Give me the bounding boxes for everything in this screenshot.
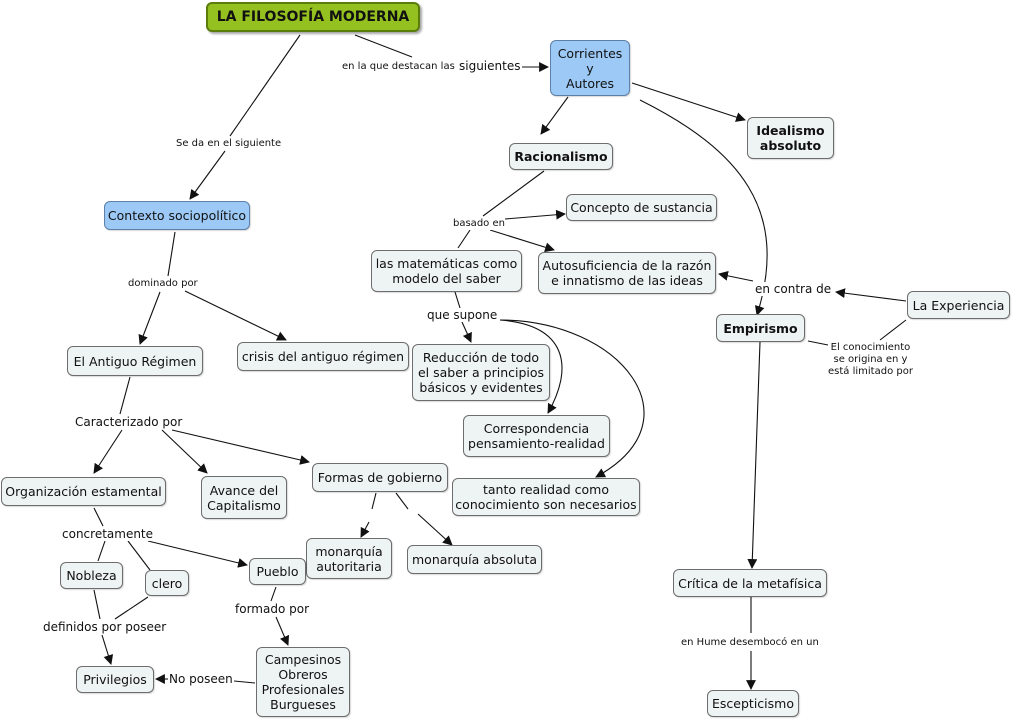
node-correspondencia[interactable]: Correspondencia pensamiento-realidad xyxy=(463,415,610,457)
link-label-concretamente: concretamente xyxy=(62,527,154,541)
node-privilegios[interactable]: Privilegios xyxy=(76,666,154,693)
link-label-en-la-que-destacan: en la que destacan las xyxy=(342,61,455,73)
node-crisis-del-antiguo-regimen[interactable]: crisis del antiguo régimen xyxy=(237,342,409,371)
node-corrientes-y-autores[interactable]: Corrientes y Autores xyxy=(550,40,630,96)
link-label-dominado-por: dominado por xyxy=(128,278,198,290)
link-label-en-contra-de: en contra de xyxy=(755,282,832,296)
node-racionalismo[interactable]: Racionalismo xyxy=(509,143,613,170)
link-label-definidos-por-poseer: definidos por poseer xyxy=(43,620,167,634)
node-la-filosofia-moderna[interactable]: LA FILOSOFÍA MODERNA xyxy=(206,2,420,32)
node-nobleza[interactable]: Nobleza xyxy=(60,562,123,589)
link-label-que-supone: que supone xyxy=(427,308,498,322)
node-avance-del-capitalismo[interactable]: Avance del Capitalismo xyxy=(201,476,287,519)
link-label-siguientes: siguientes xyxy=(459,59,521,73)
node-las-matematicas[interactable]: las matemáticas como modelo del saber xyxy=(371,250,522,292)
node-critica-de-la-metafisica[interactable]: Crítica de la metafísica xyxy=(673,569,827,597)
node-monarquia-absoluta[interactable]: monarquía absoluta xyxy=(407,545,542,574)
node-tanto-realidad-como-conocimiento[interactable]: tanto realidad como conocimiento son nec… xyxy=(452,478,640,516)
link-label-basado-en: basado en xyxy=(453,218,505,230)
node-escepticismo[interactable]: Escepticismo xyxy=(707,690,799,717)
node-idealismo-absoluto[interactable]: Idealismo absoluto xyxy=(747,117,834,159)
link-label-el-conocimiento: El conocimiento se origina en y está lim… xyxy=(828,342,913,378)
node-contexto-sociopolitico[interactable]: Contexto sociopolítico xyxy=(104,201,250,230)
node-monarquia-autoritaria[interactable]: monarquía autoritaria xyxy=(306,538,392,579)
node-autosuficiencia-de-la-razon[interactable]: Autosuficiencia de la razón e innatismo … xyxy=(538,252,716,294)
node-campesinos-obreros[interactable]: Campesinos Obreros Profesionales Burgues… xyxy=(256,647,350,717)
link-label-se-da-en-el-siguiente: Se da en el siguiente xyxy=(176,138,282,150)
link-label-en-hume-desemboco: en Hume desembocó en un xyxy=(681,637,819,649)
node-empirismo[interactable]: Empirismo xyxy=(716,314,805,342)
link-label-caracterizado-por: Caracterizado por xyxy=(75,415,183,429)
node-pueblo[interactable]: Pueblo xyxy=(249,558,306,585)
node-formas-de-gobierno[interactable]: Formas de gobierno xyxy=(312,463,448,492)
node-el-antiguo-regimen[interactable]: El Antiguo Régimen xyxy=(67,346,203,376)
node-reduccion-de-todo[interactable]: Reducción de todo el saber a principios … xyxy=(412,344,550,401)
node-organizacion-estamental[interactable]: Organización estamental xyxy=(1,477,166,506)
node-clero[interactable]: clero xyxy=(145,570,189,596)
node-la-experiencia[interactable]: La Experiencia xyxy=(907,291,1010,319)
node-concepto-de-sustancia[interactable]: Concepto de sustancia xyxy=(566,194,717,221)
link-label-no-poseen: No poseen xyxy=(169,672,233,686)
link-label-formado-por: formado por xyxy=(235,602,309,616)
